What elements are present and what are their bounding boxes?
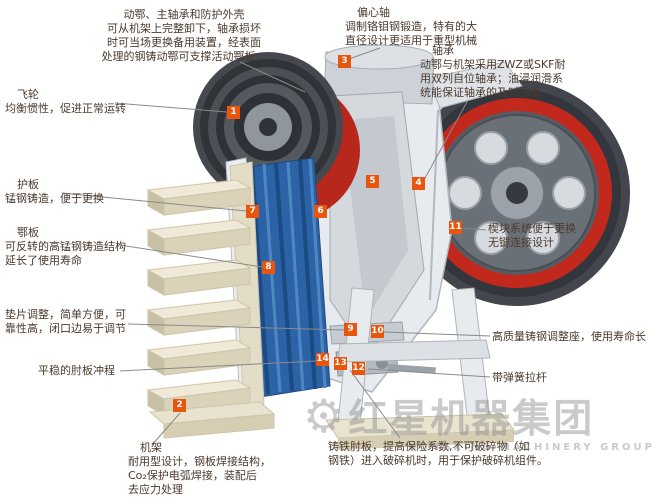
part-marker-14: 14 bbox=[316, 353, 329, 366]
part-marker-12: 12 bbox=[352, 362, 365, 375]
annotation-line: 用双列自位轴承；油浸润滑系 bbox=[420, 72, 563, 85]
part-marker-2: 2 bbox=[173, 399, 186, 412]
annotation-line: 偏心轴 bbox=[357, 6, 390, 19]
annotation-eccentric-shaft: 偏心轴 调制铬钼钢锻造，特有的大 直径设计更适用于重型机械 bbox=[345, 6, 515, 48]
annotation-line: 处理的钢铸动鄂可支撑活动鄂板。 bbox=[101, 50, 267, 63]
annotation-line: 均衡惯性，促进正常运转 bbox=[5, 102, 126, 115]
annotation-line: 鄂板 bbox=[17, 226, 39, 239]
annotation-line: 直径设计更适用于重型机械 bbox=[345, 34, 477, 47]
annotation-bearing: 轴承 动鄂与机架采用ZWZ或SKF耐 用双列自位轴承；油浸润滑系 统能保证轴承的… bbox=[420, 44, 615, 100]
part-marker-13: 13 bbox=[334, 357, 347, 370]
annotation-line: 护板 bbox=[17, 178, 39, 191]
part-marker-9: 9 bbox=[344, 323, 357, 336]
part-marker-8: 8 bbox=[262, 261, 275, 274]
annotation-line: 延长了使用寿命 bbox=[5, 254, 82, 267]
annotation-line: Co₂保护电弧焊接，装配后 bbox=[128, 469, 257, 482]
part-marker-10: 10 bbox=[371, 325, 384, 338]
annotation-frame: 机架 耐用型设计，钢板焊接结构， Co₂保护电弧焊接，装配后 去应力处理 bbox=[128, 441, 303, 497]
annotation-line: 统能保证轴承的及时润滑 bbox=[420, 86, 541, 99]
part-marker-3: 3 bbox=[338, 55, 351, 68]
annotation-line: 楔块系统便于更换 bbox=[488, 222, 576, 235]
annotation-line: 锰钢铸造，便于更换 bbox=[5, 192, 104, 205]
annotation-adjust-seat: 高质量铸钢调整座，使用寿命长 bbox=[492, 330, 657, 344]
annotation-line: 铸铁肘板，提高保险系数,不可破碎物（如 bbox=[328, 440, 530, 453]
annotation-line: 动鄂、主轴承和防护外壳 bbox=[123, 8, 245, 21]
annotation-line: 调制铬钼钢锻造，特有的大 bbox=[345, 20, 477, 33]
annotation-line: 动鄂与机架采用ZWZ或SKF耐 bbox=[420, 58, 566, 71]
part-marker-4: 4 bbox=[412, 177, 425, 190]
annotation-guard-plate: 护板 锰钢铸造，便于更换 bbox=[5, 178, 145, 206]
annotation-line: 可从机架上完整卸下，轴承损坏 bbox=[107, 22, 261, 35]
leader-lines bbox=[61, 47, 491, 446]
support-frame bbox=[325, 287, 515, 450]
annotation-line: 轴承 bbox=[432, 44, 454, 57]
annotation-line: 时可当场更换备用装置，经表面 bbox=[107, 36, 261, 49]
part-marker-1: 1 bbox=[227, 106, 240, 119]
annotation-jaw-plate: 鄂板 可反转的高锰钢铸造结构 延长了使用寿命 bbox=[5, 226, 155, 268]
annotation-line: 靠性高，闭口边易于调节 bbox=[5, 322, 126, 335]
annotation-line: 机架 bbox=[140, 441, 162, 454]
annotation-toggle-plate: 铸铁肘板，提高保险系数,不可破碎物（如 钢铁）进入破碎机时，用于保护破碎机组件。 bbox=[328, 440, 558, 468]
annotation-line: 可反转的高锰钢铸造结构 bbox=[5, 240, 126, 253]
annotation-shim-adjust: 垫片调整，简单方便，可 靠性高，闭口边易于调节 bbox=[5, 308, 145, 336]
annotation-line: 垫片调整，简单方便，可 bbox=[5, 308, 126, 321]
part-marker-11: 11 bbox=[449, 221, 462, 234]
annotation-line: 平稳的肘板冲程 bbox=[38, 364, 115, 377]
annotation-line: 耐用型设计，钢板焊接结构， bbox=[128, 455, 271, 468]
stand-steps bbox=[146, 161, 276, 439]
annotation-toggle-stroke: 平稳的肘板冲程 bbox=[38, 364, 148, 378]
annotation-movable-jaw: 动鄂、主轴承和防护外壳 可从机架上完整卸下，轴承损坏 时可当场更换备用装置，经表… bbox=[84, 8, 284, 64]
annotation-tension-rod: 带弹簧拉杆 bbox=[492, 371, 582, 385]
annotation-line: 带弹簧拉杆 bbox=[492, 371, 547, 384]
annotation-flywheel: 飞轮 均衡惯性，促进正常运转 bbox=[5, 88, 155, 116]
annotation-line: 飞轮 bbox=[17, 88, 39, 101]
flywheel-right-icon bbox=[404, 80, 630, 306]
annotation-line: 高质量铸钢调整座，使用寿命长 bbox=[492, 330, 646, 343]
annotation-line: 去应力处理 bbox=[128, 483, 183, 496]
annotation-line: 无键连接设计 bbox=[488, 236, 554, 249]
annotation-wedge-system: 楔块系统便于更换 无键连接设计 bbox=[488, 222, 618, 250]
part-marker-6: 6 bbox=[314, 205, 327, 218]
annotation-line: 钢铁）进入破碎机时，用于保护破碎机组件。 bbox=[328, 454, 548, 467]
part-marker-5: 5 bbox=[366, 175, 379, 188]
part-marker-7: 7 bbox=[246, 205, 259, 218]
